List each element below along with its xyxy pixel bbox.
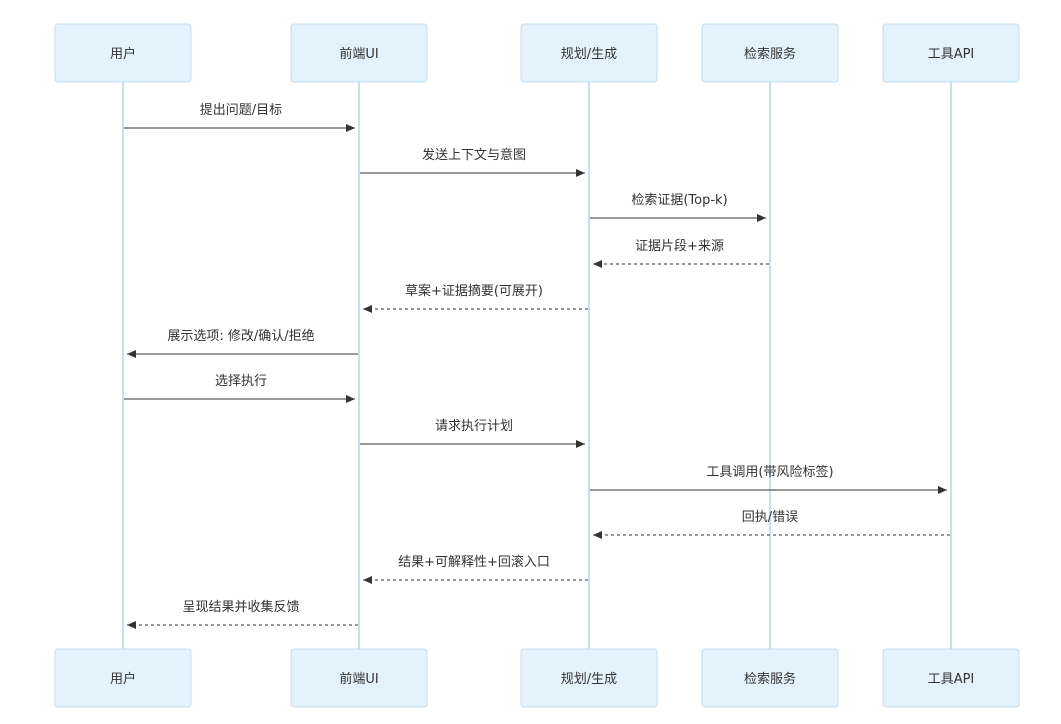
- actor-ui-top: 前端UI: [290, 23, 428, 83]
- actor-box: [520, 23, 658, 83]
- actor-label: 工具API: [928, 47, 975, 62]
- actor-planner-bottom: 规划/生成: [520, 648, 658, 708]
- actor-box: [882, 648, 1020, 708]
- message-label: 呈现结果并收集反馈: [182, 599, 299, 615]
- actor-ui-bottom: 前端UI: [290, 648, 428, 708]
- actor-box: [701, 23, 839, 83]
- actor-tools-bottom: 工具API: [882, 648, 1020, 708]
- message-label: 发送上下文与意图: [422, 147, 526, 163]
- message-label: 请求执行计划: [435, 419, 513, 434]
- message-label: 提出问题/目标: [200, 102, 282, 118]
- message-3: 检索证据(Top-k): [590, 193, 766, 222]
- actors-bottom: 用户 前端UI 规划/生成 检索服务 工具API: [54, 648, 1020, 708]
- actor-search-bottom: 检索服务: [701, 648, 839, 708]
- message-label: 草案+证据摘要(可展开): [405, 283, 543, 299]
- actor-box: [701, 648, 839, 708]
- actor-box: [290, 23, 428, 83]
- message-10: 回执/错误: [593, 510, 950, 539]
- actor-box: [882, 23, 1020, 83]
- message-8: 请求执行计划: [360, 419, 585, 448]
- actor-label: 前端UI: [339, 46, 378, 62]
- message-label: 回执/错误: [742, 510, 798, 525]
- actor-box: [520, 648, 658, 708]
- message-7: 选择执行: [124, 374, 355, 403]
- actor-label: 规划/生成: [561, 672, 617, 687]
- message-label: 展示选项: 修改/确认/拒绝: [167, 328, 314, 344]
- message-label: 工具调用(带风险标签): [706, 464, 833, 480]
- actor-box: [54, 648, 192, 708]
- actor-label: 工具API: [928, 672, 975, 687]
- actor-user-top: 用户: [54, 23, 192, 83]
- actor-label: 用户: [110, 671, 136, 687]
- message-1: 提出问题/目标: [124, 102, 355, 132]
- actor-label: 规划/生成: [561, 47, 617, 62]
- message-label: 证据片段+来源: [635, 239, 724, 254]
- actor-label: 用户: [110, 46, 136, 62]
- message-11: 结果+可解释性+回滚入口: [363, 554, 588, 584]
- actor-planner-top: 规划/生成: [520, 23, 658, 83]
- actor-user-bottom: 用户: [54, 648, 192, 708]
- message-label: 结果+可解释性+回滚入口: [398, 554, 550, 570]
- message-6: 展示选项: 修改/确认/拒绝: [127, 328, 358, 358]
- message-4: 证据片段+来源: [593, 239, 769, 268]
- actor-label: 前端UI: [339, 671, 378, 687]
- message-2: 发送上下文与意图: [360, 147, 585, 177]
- actor-search-top: 检索服务: [701, 23, 839, 83]
- actor-label: 检索服务: [744, 671, 796, 687]
- actors-top: 用户 前端UI 规划/生成 检索服务 工具API: [54, 23, 1020, 83]
- lifelines: [122, 82, 952, 649]
- actor-tools-top: 工具API: [882, 23, 1020, 83]
- message-label: 检索证据(Top-k): [631, 193, 727, 208]
- actor-label: 检索服务: [744, 46, 796, 62]
- actor-box: [290, 648, 428, 708]
- message-5: 草案+证据摘要(可展开): [363, 283, 588, 313]
- actor-box: [54, 23, 192, 83]
- message-9: 工具调用(带风险标签): [590, 464, 947, 494]
- message-12: 呈现结果并收集反馈: [127, 599, 358, 629]
- message-label: 选择执行: [215, 374, 267, 389]
